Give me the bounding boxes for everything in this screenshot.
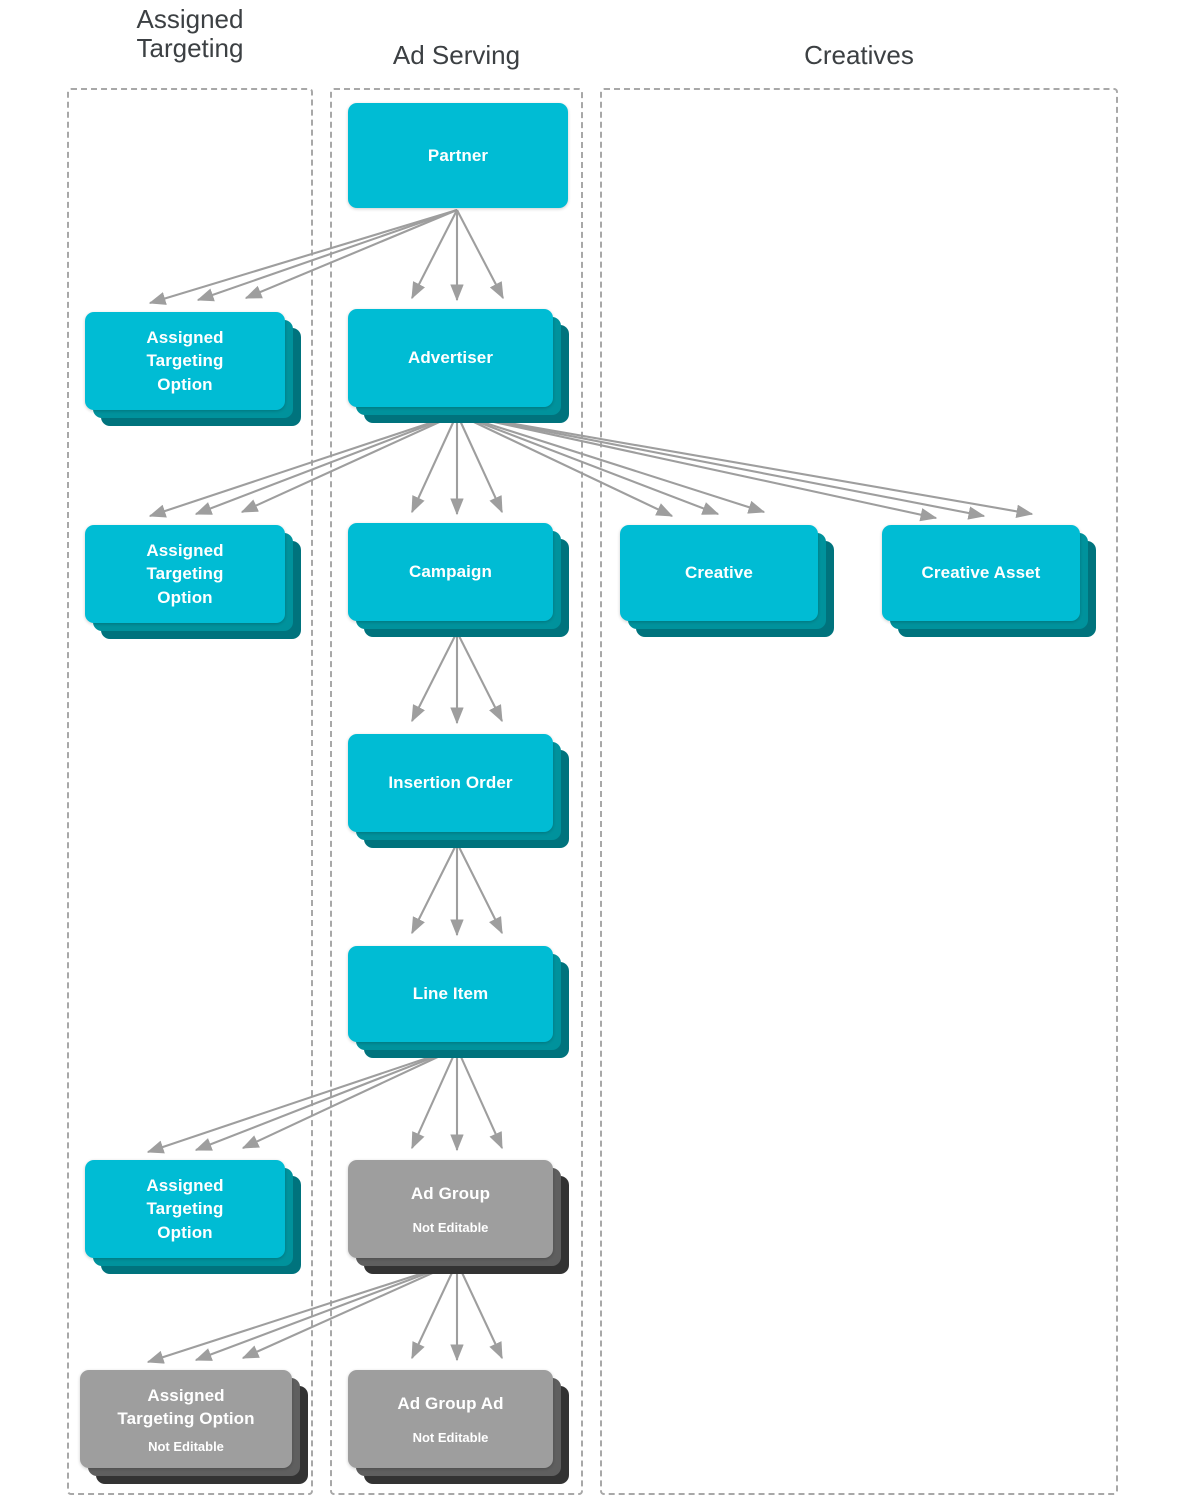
node-label-line-3: Option bbox=[157, 374, 213, 394]
column-box-creatives bbox=[600, 88, 1118, 1495]
column-header-ad-serving: Ad Serving bbox=[330, 40, 583, 70]
node-assigned-targeting-option-4[interactable]: Assigned Targeting Option Not Editable bbox=[80, 1370, 308, 1484]
node-label-line-2: Targeting Option bbox=[117, 1409, 255, 1429]
node-label-line-2: Targeting bbox=[146, 351, 224, 371]
card-face: Insertion Order bbox=[348, 734, 553, 832]
node-label: Assigned Targeting Option bbox=[136, 539, 233, 609]
node-partner[interactable]: Partner bbox=[348, 103, 568, 208]
node-label-line-1: Assigned bbox=[147, 1385, 225, 1405]
column-header-line-1: Creatives bbox=[804, 40, 914, 70]
node-label-line-2: Targeting bbox=[146, 1199, 224, 1219]
node-label: Campaign bbox=[409, 562, 492, 582]
node-assigned-targeting-option-2[interactable]: Assigned Targeting Option bbox=[85, 525, 301, 639]
card-face: Creative bbox=[620, 525, 818, 621]
node-label: Partner bbox=[427, 145, 489, 165]
column-box-assigned-targeting bbox=[67, 88, 313, 1495]
card-face: Campaign bbox=[348, 523, 553, 621]
node-ad-group-ad[interactable]: Ad Group Ad Not Editable bbox=[348, 1370, 569, 1484]
node-label: Assigned Targeting Option bbox=[136, 1174, 233, 1244]
node-label-line-1: Assigned bbox=[146, 1175, 224, 1195]
column-header-line-2: Targeting bbox=[136, 33, 244, 64]
node-label: Line Item bbox=[412, 984, 489, 1004]
column-header-assigned-targeting: Assigned Targeting bbox=[67, 4, 313, 64]
node-creative[interactable]: Creative bbox=[620, 525, 834, 637]
card-face: Creative Asset bbox=[882, 525, 1080, 621]
card-face: Assigned Targeting Option bbox=[85, 525, 285, 623]
node-ad-group[interactable]: Ad Group Not Editable bbox=[348, 1160, 569, 1274]
column-box-ad-serving bbox=[330, 88, 583, 1495]
card-face: Assigned Targeting Option Not Editable bbox=[80, 1370, 292, 1468]
card-face: Assigned Targeting Option bbox=[85, 312, 285, 410]
node-sublabel-not-editable: Not Editable bbox=[412, 1219, 489, 1235]
column-header-line-1: Ad Serving bbox=[392, 40, 521, 70]
node-label: Ad Group Ad bbox=[397, 1394, 504, 1414]
node-label: Assigned Targeting Option bbox=[136, 326, 233, 396]
node-creative-asset[interactable]: Creative Asset bbox=[882, 525, 1096, 637]
card-face: Partner bbox=[348, 103, 568, 208]
node-label-line-1: Assigned bbox=[146, 327, 224, 347]
card-face: Line Item bbox=[348, 946, 553, 1042]
card-face: Assigned Targeting Option bbox=[85, 1160, 285, 1258]
node-label: Insertion Order bbox=[388, 773, 513, 793]
node-advertiser[interactable]: Advertiser bbox=[348, 309, 569, 423]
node-assigned-targeting-option-1[interactable]: Assigned Targeting Option bbox=[85, 312, 301, 426]
node-label: Advertiser bbox=[407, 348, 494, 368]
node-sublabel-not-editable: Not Editable bbox=[148, 1438, 224, 1454]
node-label-line-2: Targeting bbox=[146, 564, 224, 584]
node-label-line-1: Assigned bbox=[146, 540, 224, 560]
node-label-line-3: Option bbox=[157, 587, 213, 607]
node-label: Assigned Targeting Option bbox=[107, 1384, 264, 1431]
node-line-item[interactable]: Line Item bbox=[348, 946, 569, 1058]
node-label-line-3: Option bbox=[157, 1222, 213, 1242]
node-campaign[interactable]: Campaign bbox=[348, 523, 569, 637]
column-header-creatives: Creatives bbox=[600, 40, 1118, 70]
node-assigned-targeting-option-3[interactable]: Assigned Targeting Option bbox=[85, 1160, 301, 1274]
card-face: Ad Group Ad Not Editable bbox=[348, 1370, 553, 1468]
node-sublabel-not-editable: Not Editable bbox=[412, 1429, 489, 1445]
column-header-line-1: Assigned bbox=[136, 4, 244, 34]
card-face: Ad Group Not Editable bbox=[348, 1160, 553, 1258]
node-insertion-order[interactable]: Insertion Order bbox=[348, 734, 569, 848]
node-label: Ad Group bbox=[410, 1184, 491, 1204]
card-face: Advertiser bbox=[348, 309, 553, 407]
node-label: Creative bbox=[685, 563, 753, 583]
node-label: Creative Asset bbox=[921, 563, 1041, 583]
